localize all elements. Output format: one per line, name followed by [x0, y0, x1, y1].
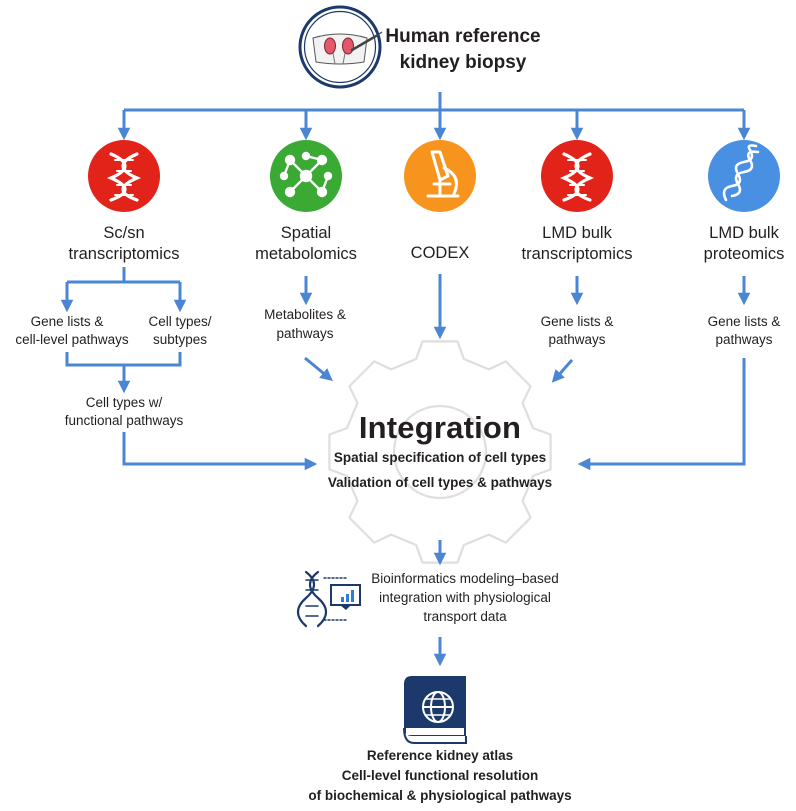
- integration-line1: Spatial specification of cell types: [333, 450, 547, 465]
- atlas-line1: Reference kidney atlas: [366, 748, 514, 763]
- dna-computer-icon: [296, 570, 361, 628]
- integration-title: Integration: [358, 410, 522, 445]
- sc-sn-dna-icon: [88, 140, 160, 212]
- header-title-line1: Human reference: [385, 26, 541, 47]
- modality-label-scsn-1: Sc/sn: [103, 224, 145, 242]
- output-metabolites-2: pathways: [276, 326, 334, 341]
- flow-arrows: [60, 92, 751, 667]
- output-metabolites-1: Metabolites &: [264, 307, 346, 322]
- atlas-book-icon: [403, 676, 467, 744]
- output-cell-types-functional-1: Cell types w/: [85, 395, 163, 410]
- output-cell-types-2: subtypes: [152, 332, 208, 347]
- output-gene-lists-lmd-2: pathways: [548, 332, 606, 347]
- output-gene-lists-cell-2: cell-level pathways: [15, 332, 129, 347]
- header-title-line2: kidney biopsy: [399, 52, 527, 73]
- microscope-icon: [404, 140, 476, 212]
- lmd-dna-icon: [541, 140, 613, 212]
- output-cell-types-1: Cell types/: [148, 314, 212, 329]
- output-gene-lists-cell-1: Gene lists &: [30, 314, 104, 329]
- integration-line2: Validation of cell types & pathways: [327, 475, 553, 490]
- output-gene-lists-prot-2: pathways: [715, 332, 773, 347]
- modality-label-lmd-prot-1: LMD bulk: [709, 224, 779, 242]
- modality-label-spatial-1: Spatial: [280, 224, 332, 242]
- output-gene-lists-prot-1: Gene lists &: [707, 314, 781, 329]
- gear-background-icon: [328, 340, 552, 564]
- modality-label-codex: CODEX: [410, 244, 470, 262]
- modality-label-spatial-2: metabolomics: [255, 245, 357, 263]
- atlas-line3: of biochemical & physiological pathways: [308, 788, 572, 803]
- protein-helix-icon: [708, 140, 780, 212]
- modality-label-lmd-tx-2: transcriptomics: [521, 245, 633, 263]
- kidney-biopsy-icon: [298, 5, 383, 89]
- output-cell-types-functional-2: functional pathways: [64, 413, 184, 428]
- atlas-line2: Cell-level functional resolution: [341, 768, 539, 783]
- molecule-network-icon: [270, 140, 342, 212]
- modality-label-scsn-2: transcriptomics: [68, 245, 180, 263]
- bioinformatics-line2: integration with physiological: [379, 590, 551, 605]
- output-gene-lists-lmd-1: Gene lists &: [540, 314, 614, 329]
- bioinformatics-line3: transport data: [423, 609, 507, 624]
- modality-label-lmd-tx-1: LMD bulk: [542, 224, 612, 242]
- bioinformatics-line1: Bioinformatics modeling–based: [371, 571, 559, 586]
- modality-label-lmd-prot-2: proteomics: [703, 245, 785, 263]
